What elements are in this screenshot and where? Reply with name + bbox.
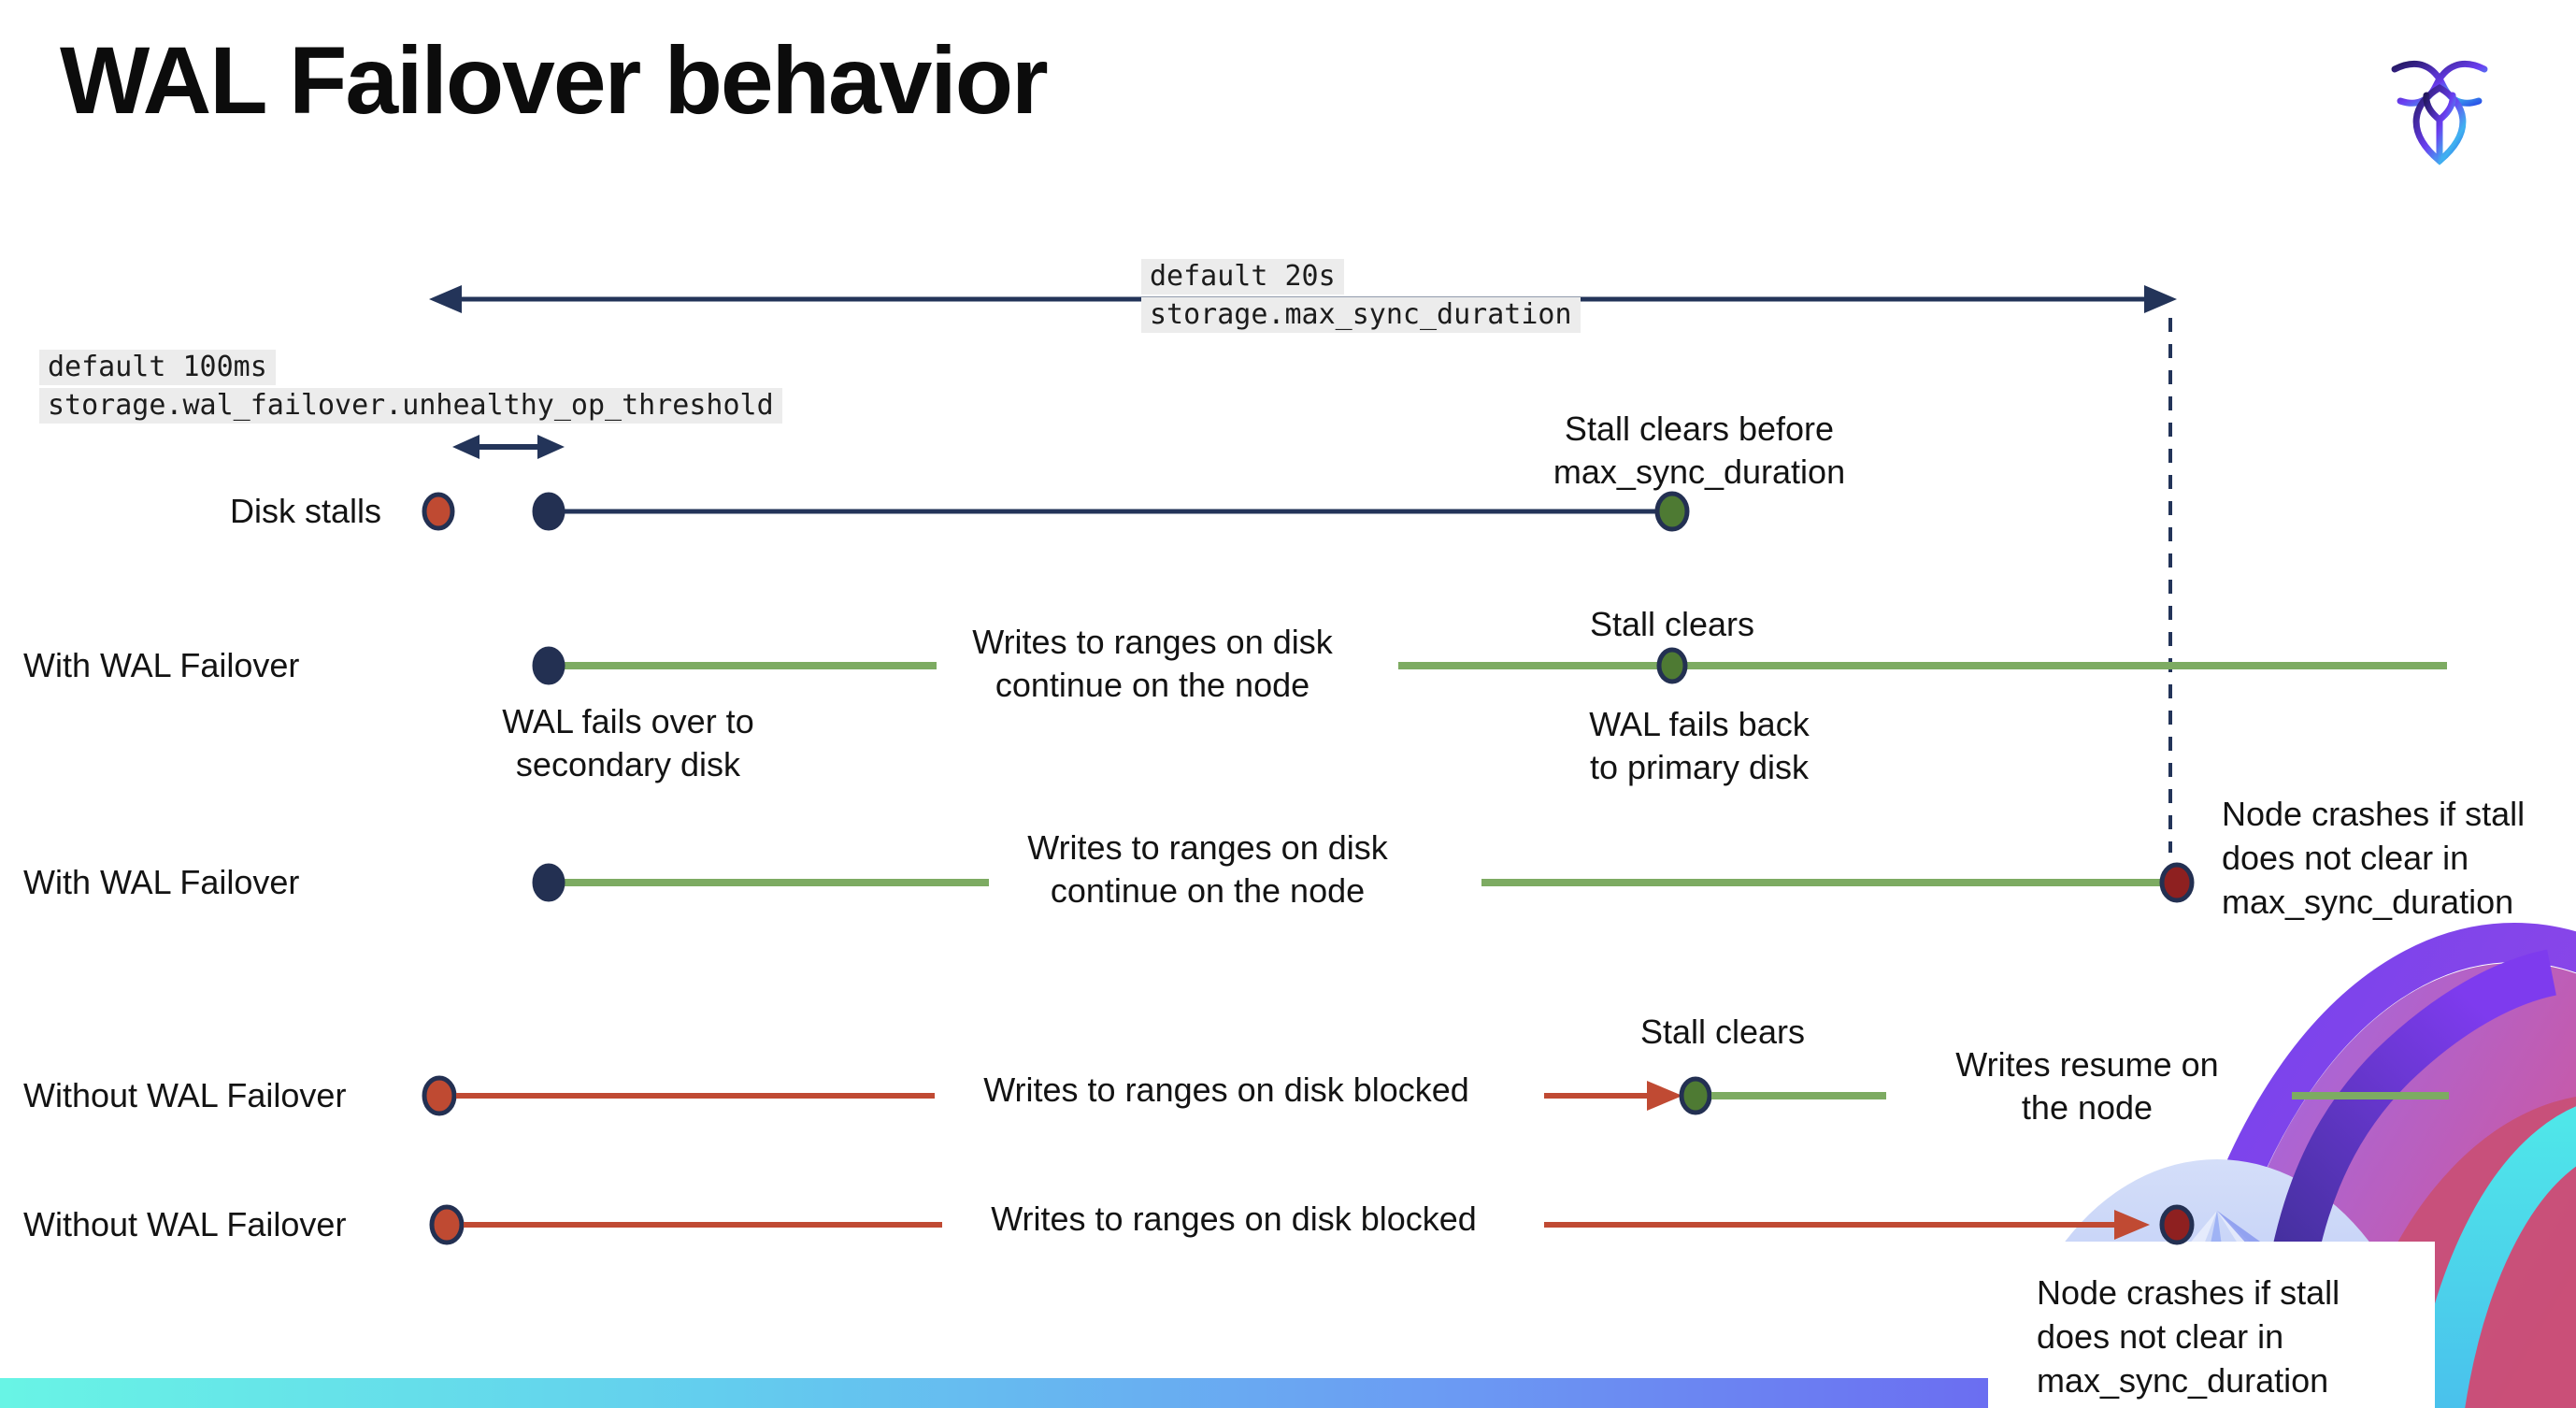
- failover-dot: [532, 646, 565, 685]
- annotation-writes-continue-1: Writes to ranges on disk continue on the…: [972, 622, 1333, 704]
- annotation-stall-clears-2: Stall clears: [1639, 1012, 1806, 1051]
- stall-start-dot: [422, 1075, 457, 1116]
- stall-start-dot: [429, 1204, 465, 1245]
- failover-dot: [532, 863, 565, 902]
- page-title: WAL Failover behavior: [60, 27, 1049, 134]
- stall-clear-dot: [1654, 491, 1690, 532]
- annotation-stall-clears-before: Stall clears before max_sync_duration: [1553, 409, 1846, 491]
- timeline-disk-stalls: [422, 491, 1690, 532]
- stall-clear-dot: [1656, 647, 1688, 684]
- timeline-with-wal-failover-1: [532, 646, 2447, 685]
- setting-default-value: default 100ms: [39, 350, 276, 385]
- row-label-without-wal-failover-1: Without WAL Failover: [23, 1075, 347, 1114]
- node-crash-dot: [2159, 1204, 2195, 1245]
- cockroachdb-logo-icon: [2391, 60, 2488, 165]
- setting-name: storage.max_sync_duration: [1141, 297, 1581, 333]
- row-label-without-wal-failover-2: Without WAL Failover: [23, 1204, 347, 1243]
- row-label-with-wal-failover-1: With WAL Failover: [23, 645, 300, 684]
- row-label-with-wal-failover-2: With WAL Failover: [23, 862, 300, 901]
- unhealthy-threshold-measure-arrow: [452, 435, 565, 459]
- stall-clear-dot: [1679, 1076, 1712, 1115]
- annotation-wal-fails-back: WAL fails back to primary disk: [1589, 704, 1810, 786]
- unhealthy-op-threshold-setting-label: default 100ms storage.wal_failover.unhea…: [39, 350, 782, 426]
- threshold-dot: [532, 492, 565, 531]
- annotation-writes-resume: Writes resume on the node: [1955, 1044, 2219, 1127]
- setting-default-value: default 20s: [1141, 259, 1344, 295]
- stall-start-dot: [422, 492, 455, 531]
- node-crash-dot: [2159, 862, 2195, 903]
- annotation-node-crashes-1: Node crashes if stall does not clear in …: [2222, 795, 2526, 921]
- setting-name: storage.wal_failover.unhealthy_op_thresh…: [39, 388, 782, 424]
- annotation-stall-clears-1: Stall clears: [1589, 604, 1755, 643]
- annotation-writes-continue-2: Writes to ranges on disk continue on the…: [1027, 827, 1388, 910]
- annotation-writes-blocked-2: Writes to ranges on disk blocked: [991, 1199, 1477, 1238]
- node-crashes-caption-2: Node crashes if stall does not clear in …: [2037, 1273, 2340, 1400]
- caption-box: Node crashes if stall does not clear in …: [1988, 1242, 2435, 1408]
- max-sync-duration-setting-label: default 20s storage.max_sync_duration: [1141, 259, 1581, 336]
- annotation-writes-blocked-1: Writes to ranges on disk blocked: [983, 1070, 1469, 1109]
- row-label-disk-stalls: Disk stalls: [230, 491, 382, 530]
- annotation-wal-fails-over: WAL fails over to secondary disk: [502, 701, 754, 783]
